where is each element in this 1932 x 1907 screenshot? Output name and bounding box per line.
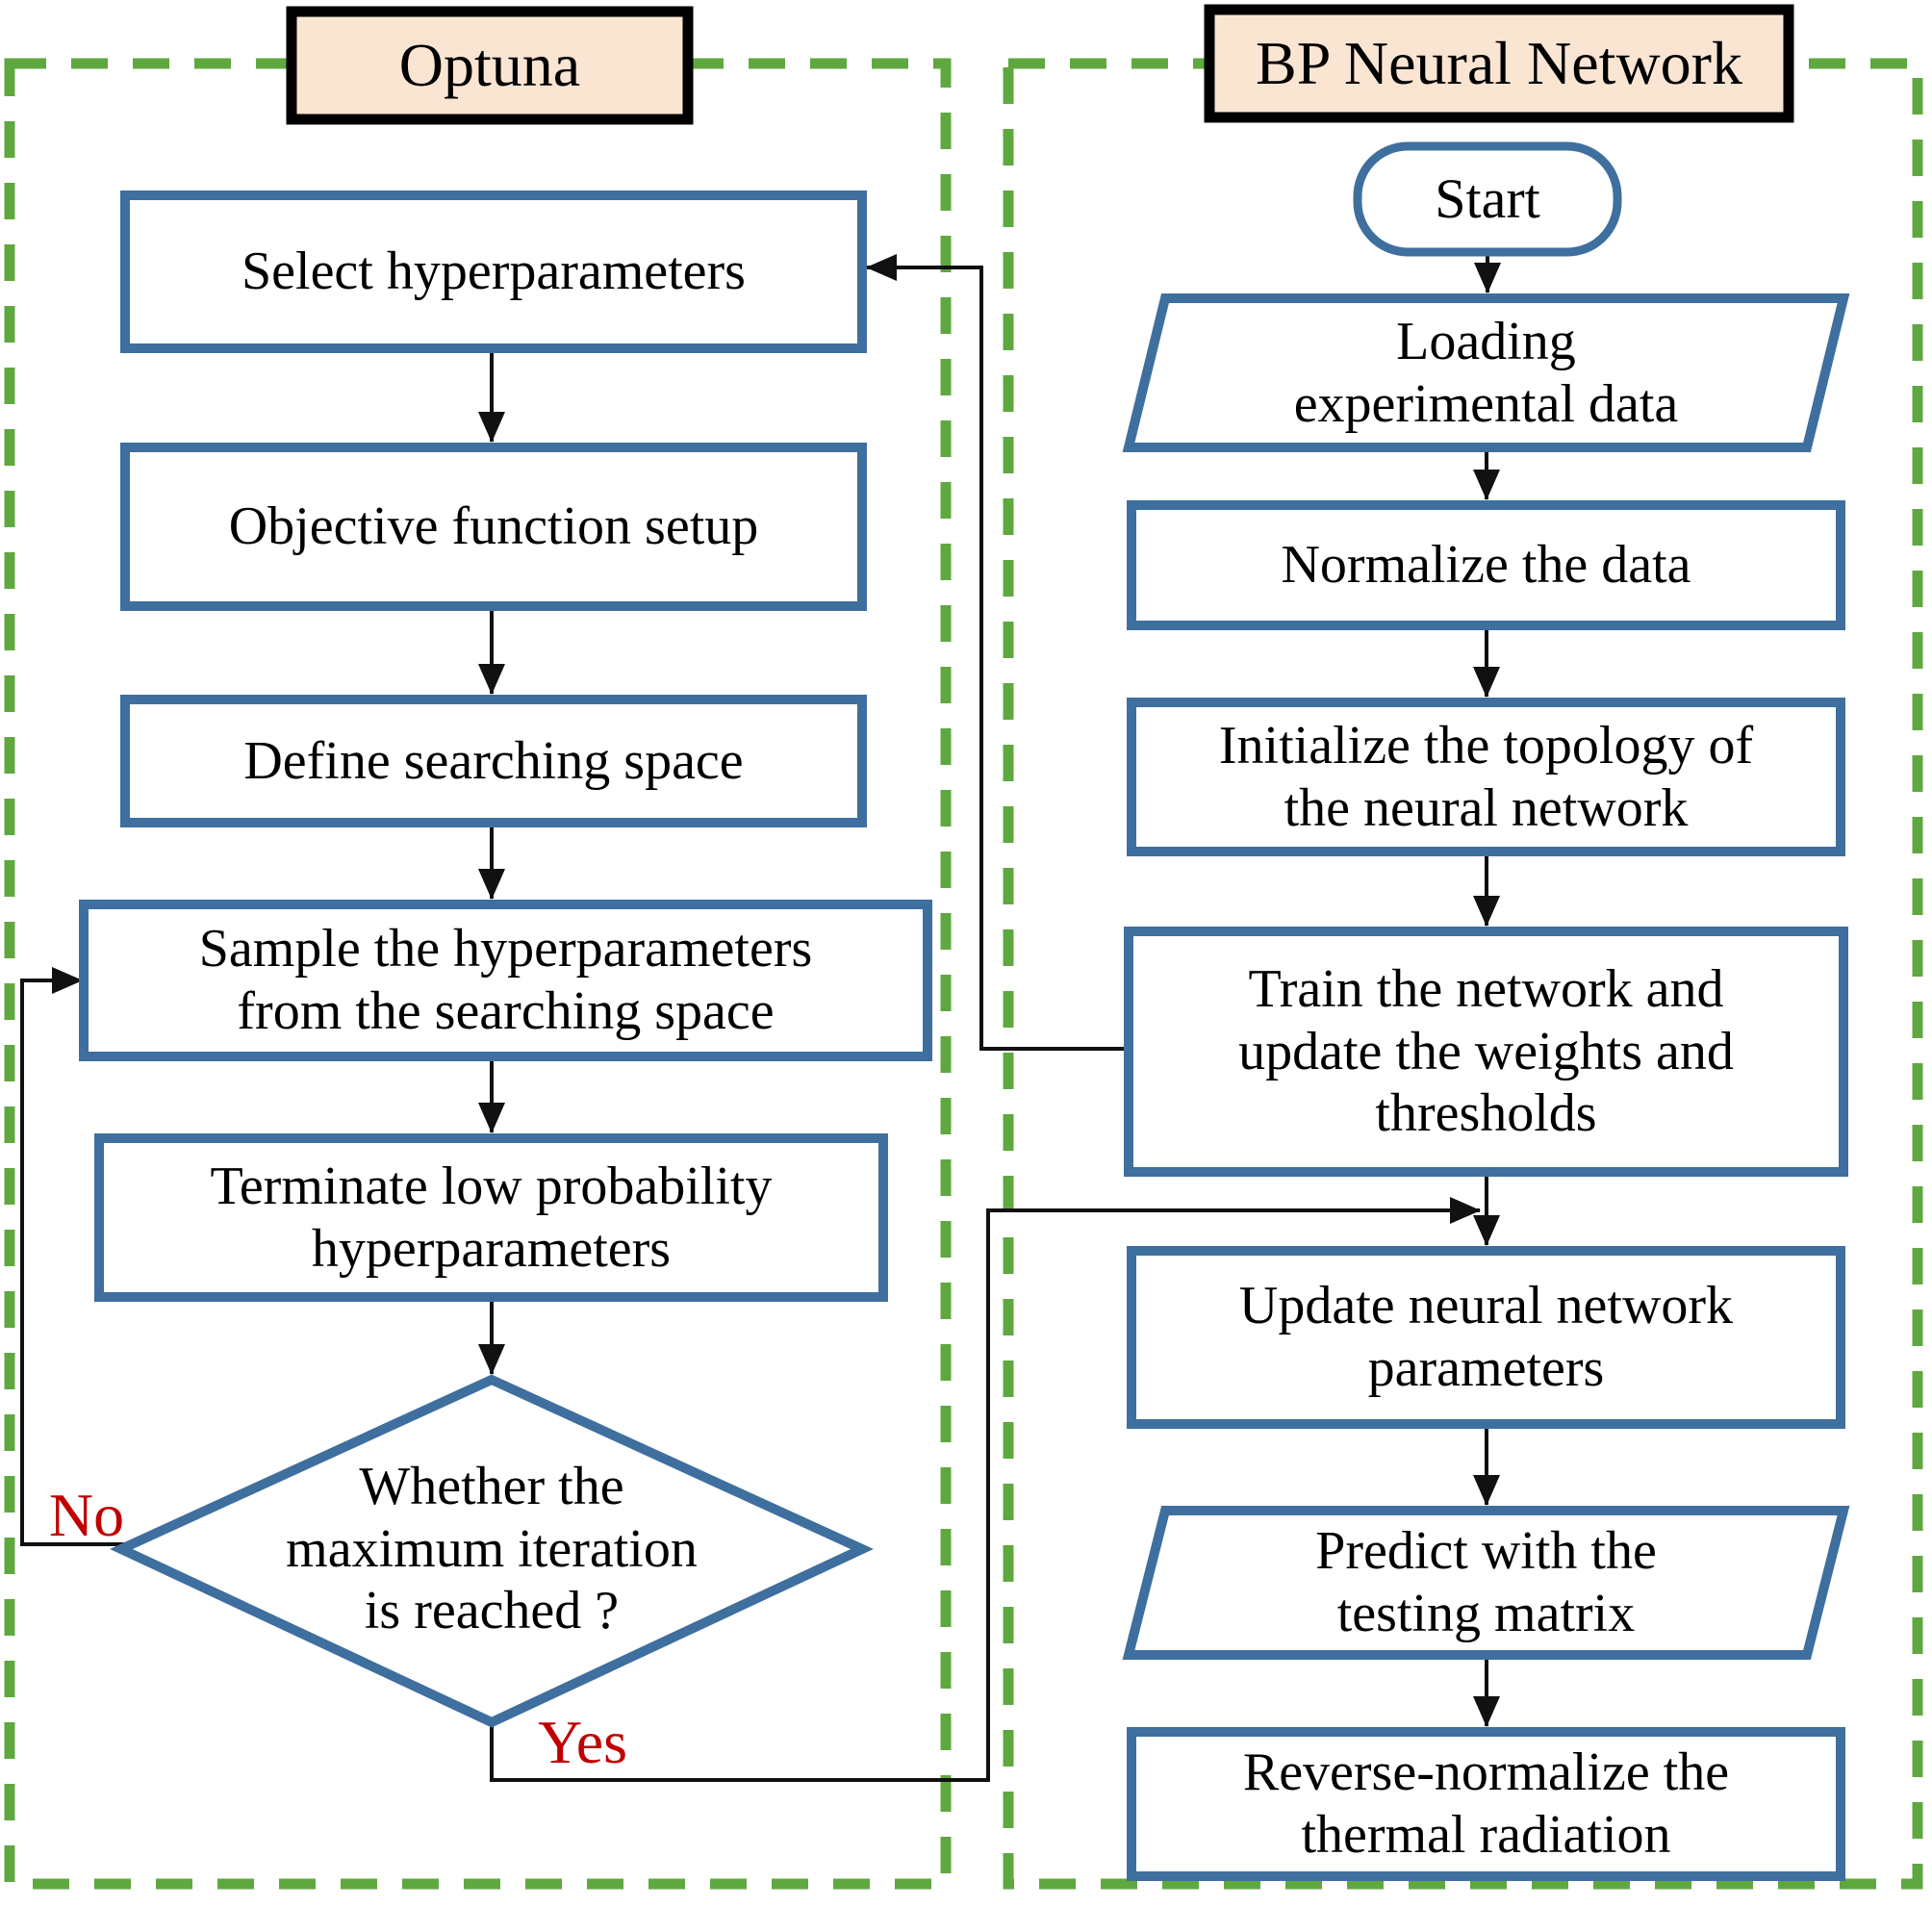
panel-title-boxes xyxy=(286,4,1794,125)
decision-diamond-shape xyxy=(110,1374,874,1728)
loading-parallelogram-shape xyxy=(1122,293,1850,452)
bp-title-box xyxy=(1204,4,1794,123)
optuna-panel-border xyxy=(4,58,952,1890)
select-node-shape xyxy=(120,191,867,353)
flow-nodes xyxy=(79,141,1850,1881)
sample-node-shape xyxy=(79,900,932,1061)
flow-connectors xyxy=(20,252,1501,1782)
define-node-shape xyxy=(120,695,867,827)
arrow-train-to-select xyxy=(866,254,1129,1051)
arrow-no-loop xyxy=(20,967,125,1546)
train-node-shape xyxy=(1124,927,1848,1177)
predict-parallelogram-shape xyxy=(1122,1506,1850,1660)
reverse-node-shape xyxy=(1127,1727,1845,1881)
update-node-shape xyxy=(1127,1246,1845,1429)
terminate-node-shape xyxy=(94,1133,888,1302)
arrow-yes-to-update xyxy=(490,1197,1481,1782)
start-node-shape xyxy=(1353,141,1622,257)
initialize-node-shape xyxy=(1127,698,1845,856)
optuna-title-box xyxy=(286,6,694,125)
normalize-node-shape xyxy=(1127,500,1845,630)
objective-node-shape xyxy=(120,443,867,611)
